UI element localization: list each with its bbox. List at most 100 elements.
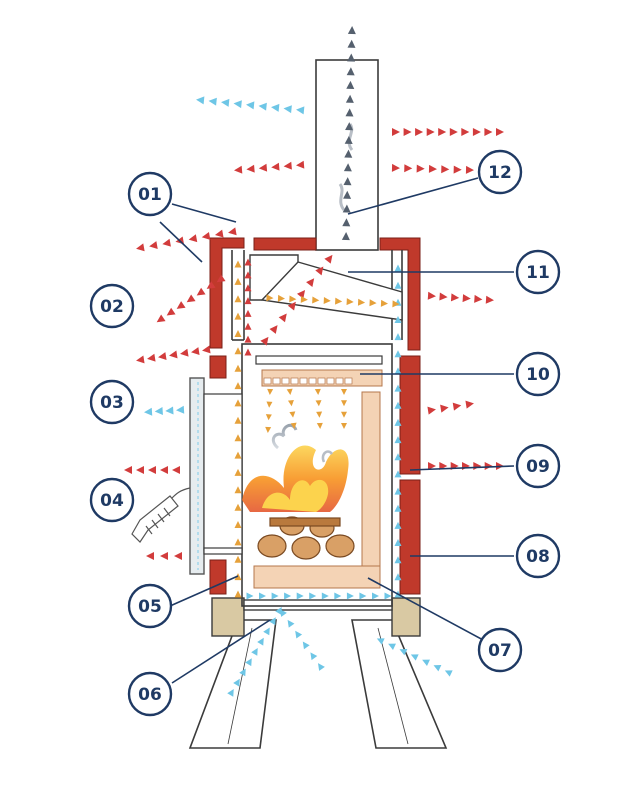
air-inlet (203, 547, 243, 555)
firebrick-floor (253, 565, 381, 589)
airflow-arrow (283, 105, 292, 114)
airflow-arrow (290, 422, 297, 429)
callout-12: 12 (477, 149, 523, 195)
airflow-arrow (440, 404, 449, 413)
svg-text:05: 05 (138, 597, 162, 617)
airflow-arrow (441, 165, 450, 174)
airflow-arrow (265, 414, 272, 421)
airflow-arrow (234, 312, 242, 320)
airflow-arrow (394, 384, 402, 392)
airflow-arrow (180, 348, 189, 357)
airflow-arrow (244, 322, 252, 330)
airflow-arrow (394, 401, 402, 409)
callout-05: 05 (127, 583, 173, 629)
airflow-arrow (287, 619, 295, 628)
airflow-arrow (233, 100, 242, 109)
airflow-arrow (341, 400, 347, 407)
airflow-arrow (372, 592, 379, 600)
airflow-arrow (345, 108, 354, 117)
airflow-arrow (245, 658, 252, 667)
airflow-arrow (465, 165, 474, 174)
airflow-arrow (269, 617, 276, 626)
airflow-arrow (394, 453, 402, 461)
airflow-arrow (394, 333, 402, 341)
callout-02: 02 (89, 283, 135, 329)
base-block-left (211, 597, 245, 637)
airflow-arrow (286, 388, 293, 395)
callout-03: 03 (89, 379, 135, 425)
airflow-arrow (450, 293, 460, 302)
airflow-arrow (472, 128, 481, 136)
airflow-arrow (296, 160, 305, 169)
airflow-arrow (234, 521, 242, 528)
airflow-arrow (234, 555, 242, 563)
airflow-arrow (484, 462, 493, 470)
airflow-arrow (148, 466, 156, 474)
airflow-arrow (233, 678, 240, 687)
airflow-arrow (394, 350, 402, 358)
airflow-arrow (462, 294, 471, 303)
airflow-arrow (251, 647, 258, 656)
airflow-arrow (216, 274, 226, 283)
airflow-arrow (278, 313, 287, 323)
airflow-arrow (234, 538, 242, 546)
svg-text:01: 01 (138, 185, 162, 205)
airflow-arrow (314, 388, 321, 395)
brick-cladding (209, 237, 421, 595)
airflow-arrow (147, 353, 156, 362)
airflow-arrow (394, 487, 402, 495)
airflow-arrow (309, 592, 317, 600)
airflow-arrow (234, 295, 242, 303)
callout-08: 08 (515, 533, 561, 579)
airflow-arrow (335, 297, 343, 305)
airflow-arrow (165, 406, 174, 415)
airflow-arrow (346, 592, 354, 600)
airflow-arrow (156, 314, 166, 323)
airflow-arrow (342, 218, 351, 227)
airflow-arrow (344, 135, 353, 145)
airflow-arrow (234, 382, 242, 390)
airflow-arrow (394, 470, 402, 478)
airflow-arrow (289, 295, 297, 303)
airflow-arrow (341, 389, 347, 395)
airflow-arrow (341, 423, 347, 429)
airflow-arrow (234, 416, 242, 424)
airflow-arrows (124, 26, 504, 697)
callout-06: 06 (127, 671, 173, 717)
airflow-arrow (234, 434, 242, 442)
airflow-arrow (234, 330, 242, 337)
airflow-arrow (136, 355, 145, 364)
airflow-arrow (266, 401, 273, 408)
airflow-arrow (246, 164, 255, 173)
airflow-arrow (452, 402, 462, 411)
airflow-arrow (295, 630, 303, 639)
airflow-arrow (257, 637, 264, 646)
airflow-arrow (275, 606, 282, 615)
svg-text:12: 12 (488, 163, 512, 183)
airflow-arrow (485, 295, 494, 304)
airflow-arrow (392, 128, 400, 136)
top-plate (255, 355, 383, 365)
airflow-arrow (258, 163, 268, 172)
airflow-arrow (162, 238, 171, 247)
airflow-arrow (154, 407, 163, 416)
airflow-arrow (428, 164, 437, 173)
svg-text:09: 09 (526, 457, 550, 477)
flame-front (262, 479, 329, 512)
airflow-arrow (344, 149, 353, 158)
svg-text:07: 07 (488, 641, 512, 661)
airflow-arrow (427, 406, 436, 415)
airflow-arrow (369, 299, 377, 307)
airflow-arrow (208, 97, 217, 106)
airflow-arrow (263, 627, 270, 636)
airflow-arrow (234, 347, 242, 355)
airflow-arrow (461, 128, 470, 136)
airflow-arrow (317, 663, 325, 671)
airflow-arrow (244, 258, 252, 266)
airflow-arrow (496, 128, 504, 136)
airflow-arrow (384, 592, 392, 600)
airflow-arrow (176, 301, 186, 309)
airflow-arrow (227, 688, 234, 697)
airflow-arrow (244, 271, 252, 279)
airflow-arrow (206, 281, 216, 289)
